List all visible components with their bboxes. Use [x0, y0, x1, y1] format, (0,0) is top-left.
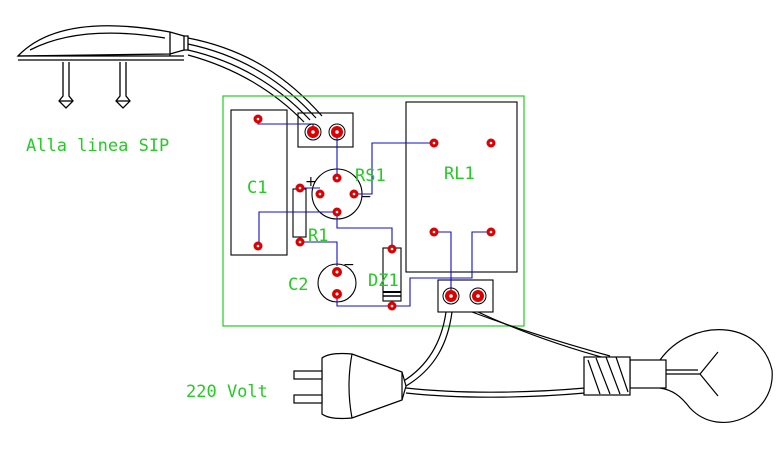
mains-terminal-block — [437, 279, 494, 313]
pcb-outline — [222, 95, 525, 327]
dz1-label: DZ1 — [368, 271, 399, 291]
c1-label: C1 — [247, 178, 267, 198]
rs1-label: RS1 — [355, 166, 386, 186]
line-label: Alla linea SIP — [26, 136, 169, 156]
r1-body — [292, 188, 307, 238]
c1-body — [230, 109, 288, 256]
telephone-plug-icon — [16, 25, 189, 109]
mains-cable — [401, 311, 613, 398]
r1-label: R1 — [308, 226, 328, 246]
c2-minus-sign: − — [343, 257, 355, 273]
rl1-body — [405, 101, 518, 273]
mains-plug-icon — [293, 352, 407, 420]
pcb-pads — [253, 114, 496, 311]
line-terminal-block — [297, 112, 354, 148]
c2-label: C2 — [288, 275, 308, 295]
light-bulb-icon — [583, 329, 773, 424]
telephone-cable — [187, 37, 323, 123]
volt-label: 220 Volt — [186, 382, 268, 402]
plus-sign: + — [305, 174, 317, 190]
rl1-label: RL1 — [444, 164, 475, 184]
minus-sign: − — [360, 189, 372, 205]
